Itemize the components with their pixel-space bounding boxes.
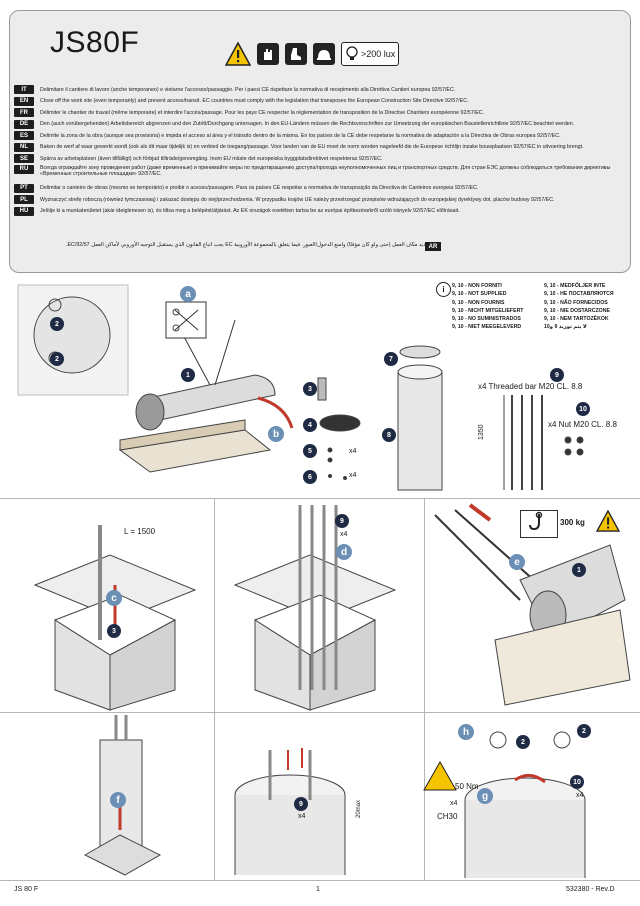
column-divider (424, 712, 425, 880)
info-icon: i (436, 282, 451, 297)
gloves-icon (257, 43, 279, 65)
torque-label: 50 Nm (455, 782, 479, 791)
warning-triangle-icon (596, 510, 620, 532)
step-f: f (110, 792, 126, 808)
part-badge-5: 5 (303, 444, 317, 458)
part-badge-2: 2 (516, 735, 530, 749)
part-badge-4: 4 (303, 418, 317, 432)
lux-label: >200 lux (361, 49, 396, 59)
section-divider (0, 712, 640, 713)
lang-tag-ar: AR (425, 242, 441, 251)
qty-label: x4 (576, 792, 584, 799)
bar-length-label: 1350 (478, 424, 485, 440)
part-badge-3: 3 (303, 382, 317, 396)
step-g: g (477, 788, 493, 804)
motor-on-pallet-drawing (17, 284, 276, 473)
light-bulb-icon (346, 46, 358, 60)
footer-revision: 532380 - Rev.D (566, 886, 615, 893)
part-badge-9: 9 (550, 368, 564, 382)
lighting-requirement: >200 lux (341, 42, 400, 66)
step-h: h (458, 724, 474, 740)
part-badge-3: 3 (107, 624, 121, 638)
column-divider (424, 498, 425, 712)
step-e: e (509, 554, 525, 570)
part-badge-1: 1 (572, 563, 586, 577)
not-supplied-list: 9, 10 - NON FORNITI 9, 10 - NOT SUPPLIED… (452, 283, 524, 331)
wrench-size-label: CH30 (437, 812, 458, 821)
part-badge-7: 7 (384, 352, 398, 366)
warning-triangle-icon (225, 42, 251, 66)
column-divider (214, 712, 215, 880)
lifting-hook-box (520, 510, 558, 538)
qty-label: x4 (349, 448, 357, 455)
page-number: 1 (316, 886, 320, 893)
part-badge-6: 6 (303, 470, 317, 484)
threaded-bar-label: x4 Threaded bar M20 CL. 8.8 (478, 382, 583, 391)
part-badge-10: 10 (570, 775, 584, 789)
step-c: c (106, 590, 122, 606)
part-badge-2: 2 (50, 317, 64, 331)
safety-icons: >200 lux (225, 42, 400, 66)
safety-boots-icon (285, 43, 307, 65)
part-badge-9: 9 (335, 514, 349, 528)
part-badge-8: 8 (382, 428, 396, 442)
qty-label: x4 (349, 472, 357, 479)
part-badge-10: 10 (576, 402, 590, 416)
part-badge-1: 1 (181, 368, 195, 382)
qty-label: x4 (450, 800, 458, 807)
not-supplied-list-2: 9, 10 - MEDFÖLJER INTE 9, 10 - НЕ ПОСТАВ… (544, 283, 614, 331)
max-gap-label: 20max (356, 799, 362, 818)
lifting-hook-icon (529, 511, 543, 531)
step-b: b (268, 426, 284, 442)
section-divider (0, 498, 640, 499)
part-badge-2: 2 (577, 724, 591, 738)
step-a: a (180, 286, 196, 302)
length-label: L = 1500 (124, 527, 156, 536)
product-title: JS80F (50, 26, 140, 59)
part-badge-9: 9 (294, 797, 308, 811)
part-badge-2: 2 (50, 352, 64, 366)
weight-label: 300 kg (560, 518, 585, 527)
footer-model: JS 80 F (14, 886, 39, 893)
qty-label: x4 (340, 531, 348, 538)
lang-row-ar: قم بتحديد مكان العمل (حتى ولو كان مؤقتًا… (66, 242, 440, 248)
step-d: d (336, 544, 352, 560)
column-divider (214, 498, 215, 712)
nut-label: x4 Nut M20 CL. 8.8 (548, 420, 617, 429)
helmet-icon (313, 43, 335, 65)
qty-label: x4 (298, 813, 306, 820)
section-divider (0, 880, 640, 881)
